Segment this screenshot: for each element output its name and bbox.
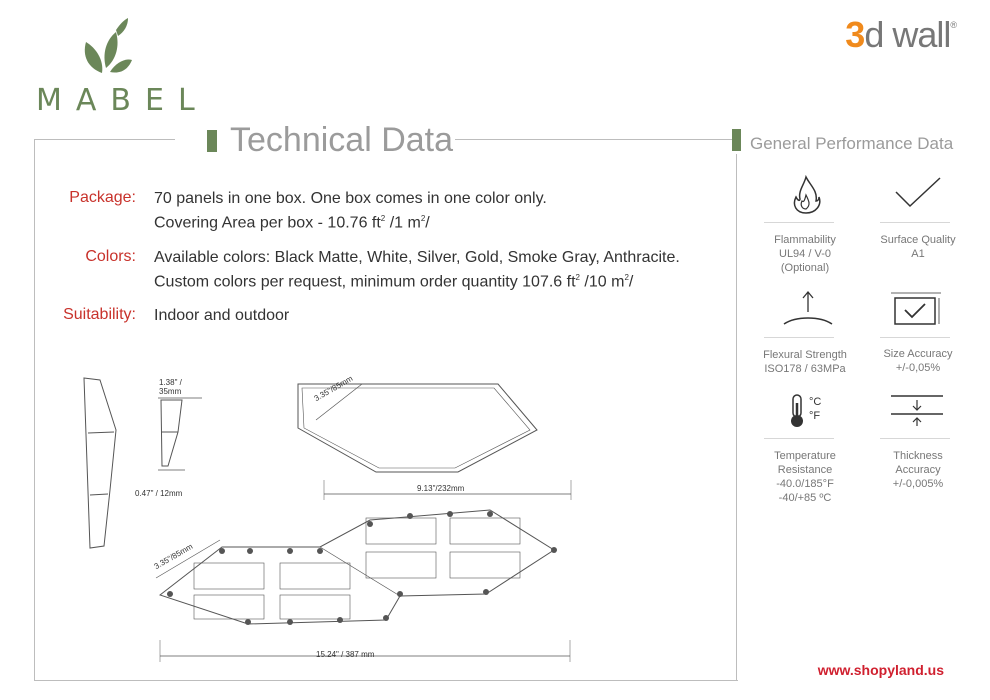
depth-top-in: 1.38" / bbox=[159, 378, 182, 387]
divider bbox=[880, 222, 950, 223]
package-line-1: 70 panels in one box. One box comes in o… bbox=[154, 190, 547, 207]
package-area-m: /1 m bbox=[385, 214, 421, 232]
checkmark-icon bbox=[895, 177, 941, 208]
logo-text: MABEL bbox=[36, 83, 209, 118]
suitability-label: Suitability: bbox=[63, 306, 136, 323]
package-line-2: Covering Area per box - 10.76 ft2 /1 m2/ bbox=[154, 209, 547, 233]
hexagon-double bbox=[158, 509, 555, 625]
panel-profile bbox=[83, 377, 117, 549]
size-accuracy-icon bbox=[891, 292, 941, 325]
brand-logo: 3d wall® bbox=[845, 14, 957, 56]
perf-line: Surface Quality bbox=[880, 234, 956, 246]
perf-line: Flammability bbox=[774, 234, 836, 246]
technical-drawing bbox=[83, 377, 572, 662]
divider bbox=[880, 438, 950, 439]
frame-divider bbox=[736, 154, 737, 680]
perf-line: Temperature bbox=[774, 450, 836, 462]
brand-number: 3 bbox=[845, 14, 865, 55]
perf-size-accuracy: Size Accuracy +/-0,05% bbox=[863, 347, 973, 375]
perf-line: Size Accuracy bbox=[883, 348, 953, 360]
package-area-end: / bbox=[425, 214, 430, 232]
colors-label: Colors: bbox=[85, 248, 136, 265]
perf-line: Resistance bbox=[777, 464, 833, 476]
package-area-ft: Covering Area per box - 10.76 ft bbox=[154, 214, 381, 232]
colors-moq-m: /10 m bbox=[579, 273, 625, 291]
colors-moq-end: / bbox=[628, 273, 634, 291]
divider bbox=[880, 337, 950, 338]
side-title-accent-bar bbox=[732, 129, 741, 151]
flexural-strength-icon bbox=[783, 290, 833, 325]
perf-line: ISO178 / 63MPa bbox=[764, 363, 846, 375]
suitability-value: Indoor and outdoor bbox=[154, 307, 290, 324]
leaf-logo-icon bbox=[84, 18, 132, 73]
thickness-icon bbox=[891, 395, 943, 426]
depth-bottom-label: 0.47" / 12mm bbox=[135, 489, 183, 498]
panel-profile-small bbox=[160, 399, 183, 467]
perf-line: +/-0,005% bbox=[892, 478, 944, 490]
sup-m-2: 2 bbox=[624, 273, 629, 282]
flame-icon bbox=[793, 175, 821, 214]
perf-line: A1 bbox=[911, 248, 925, 260]
thermometer-scale: °C °F bbox=[809, 395, 821, 423]
perf-flammability: Flammability UL94 / V-0 (Optional) bbox=[750, 233, 860, 275]
width-single-label: 9.13"/232mm bbox=[417, 484, 465, 493]
perf-line: Accuracy bbox=[895, 464, 941, 476]
hexagon-single bbox=[297, 383, 538, 473]
perf-line: Flexural Strength bbox=[763, 349, 847, 361]
perf-line: UL94 / V-0 bbox=[779, 248, 831, 260]
depth-top-mm: 35mm bbox=[159, 387, 182, 396]
page-title: Technical Data bbox=[230, 121, 454, 159]
colors-line-2: Custom colors per request, minimum order… bbox=[154, 268, 680, 292]
brand-name: d wall bbox=[864, 14, 951, 55]
colors-moq-ft: Custom colors per request, minimum order… bbox=[154, 273, 576, 291]
thermometer-icon bbox=[791, 394, 803, 427]
sup-ft: 2 bbox=[380, 214, 386, 223]
perf-line: -40/+85 ºC bbox=[778, 492, 832, 504]
side-title: General Performance Data bbox=[750, 134, 954, 153]
website-link[interactable]: www.shopyland.us bbox=[817, 662, 944, 678]
title-accent-bar bbox=[207, 130, 217, 152]
colors-line-1: Available colors: Black Matte, White, Si… bbox=[154, 249, 680, 266]
depth-top-label: 1.38" /35mm bbox=[159, 378, 182, 396]
celsius-label: °C bbox=[809, 396, 822, 408]
package-label: Package: bbox=[69, 189, 136, 206]
package-value: 70 panels in one box. One box comes in o… bbox=[154, 189, 547, 233]
divider bbox=[764, 438, 834, 439]
perf-temperature: Temperature Resistance -40.0/185°F -40/+… bbox=[750, 449, 860, 505]
divider bbox=[764, 222, 834, 223]
perf-line: +/-0,05% bbox=[895, 362, 941, 374]
fahrenheit-label: °F bbox=[809, 410, 821, 422]
colors-value: Available colors: Black Matte, White, Si… bbox=[154, 248, 680, 292]
perf-surface-quality: Surface Quality A1 bbox=[863, 233, 973, 261]
divider bbox=[764, 337, 834, 338]
perf-line: -40.0/185°F bbox=[776, 478, 834, 490]
registered-mark: ® bbox=[950, 20, 957, 30]
perf-thickness: Thickness Accuracy +/-0,005% bbox=[863, 449, 973, 491]
perf-line: (Optional) bbox=[780, 262, 830, 274]
perf-flexural-strength: Flexural Strength ISO178 / 63MPa bbox=[750, 348, 860, 376]
width-double-label: 15.24" / 387 mm bbox=[316, 650, 375, 659]
title-mask bbox=[175, 132, 455, 144]
perf-line: Thickness bbox=[893, 450, 943, 462]
sup-m: 2 bbox=[420, 214, 426, 223]
sup-ft-2: 2 bbox=[575, 273, 580, 282]
